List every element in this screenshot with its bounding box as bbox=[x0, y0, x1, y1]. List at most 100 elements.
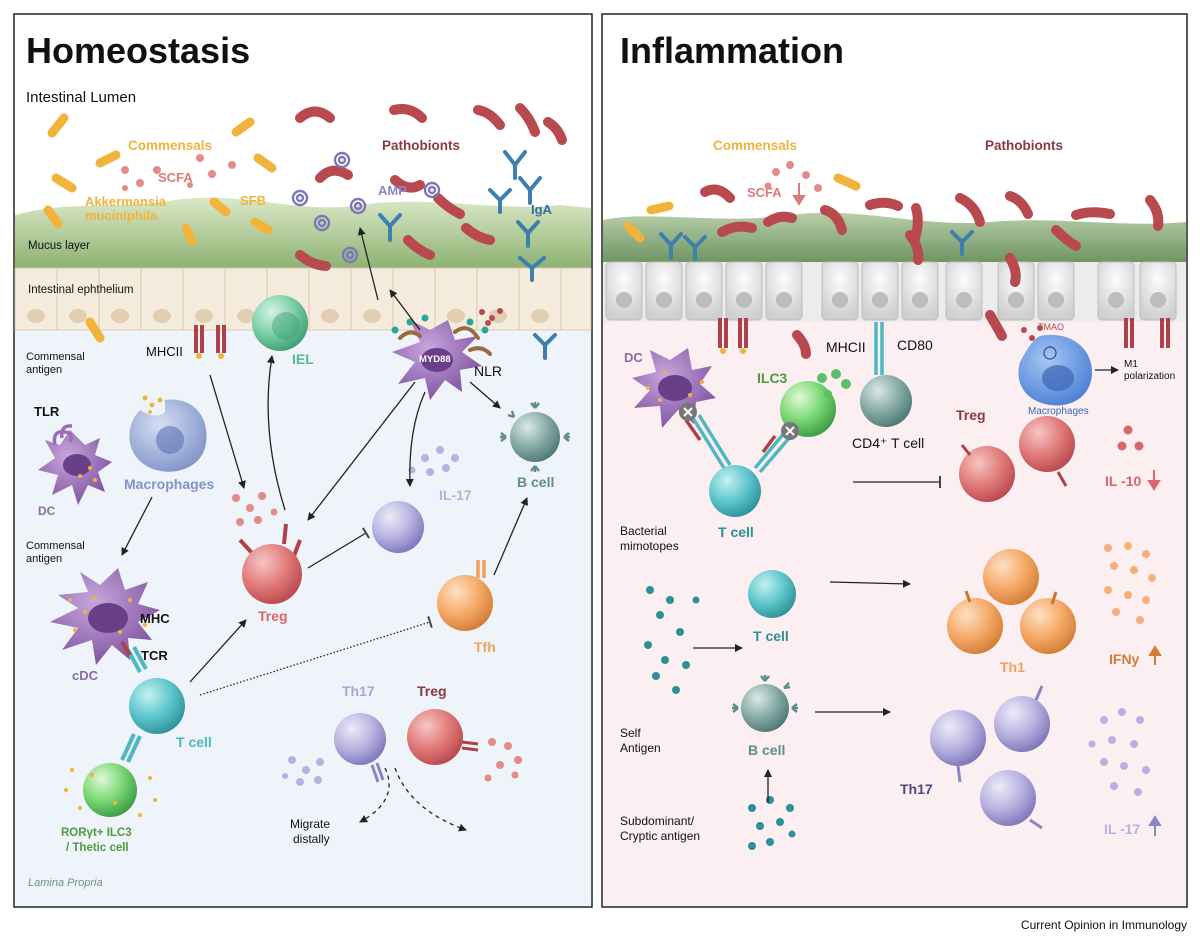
inflam-macrophages-label: Macrophages bbox=[1028, 406, 1089, 417]
inflam-dc-label: DC bbox=[624, 350, 643, 365]
ror-label-2: / Thetic cell bbox=[66, 842, 129, 854]
pathobiont-bacteria bbox=[295, 103, 567, 271]
ilc3-thetic-cell bbox=[83, 763, 137, 817]
inflam-scfa-label: SCFA bbox=[747, 185, 782, 200]
iga-label: IgA bbox=[531, 202, 553, 217]
amp-spirals bbox=[291, 151, 441, 264]
cd4-tcell-label: CD4⁺ T cell bbox=[852, 435, 924, 451]
mhc-label: MHC bbox=[140, 611, 170, 626]
migrate-label-1: Migrate bbox=[290, 817, 330, 831]
tmao-label: TMAO bbox=[1038, 322, 1064, 332]
inflam-commensals-label: Commensals bbox=[713, 138, 797, 153]
cd4-tcell bbox=[860, 375, 912, 427]
treg-center-label: Treg bbox=[258, 608, 288, 624]
sub-label-1: Subdominant/ bbox=[620, 814, 695, 828]
inflam-commensals bbox=[623, 173, 861, 243]
akkermansia-label-2: muciniphila bbox=[85, 208, 158, 223]
inflammation-title: Inflammation bbox=[620, 30, 844, 71]
inflam-mhcii-label: MHCII bbox=[826, 339, 866, 355]
pathobionts-label: Pathobionts bbox=[382, 138, 460, 153]
tcell-homeo bbox=[129, 678, 185, 734]
inflammation-arrows bbox=[693, 476, 941, 803]
inflam-il17-label: IL -17 bbox=[1104, 821, 1141, 837]
inflam-th17-2 bbox=[994, 696, 1050, 752]
treg-bottom-label: Treg bbox=[417, 683, 447, 699]
treg-bottom-cell bbox=[407, 709, 463, 765]
mucus-label: Mucus layer bbox=[28, 240, 90, 252]
tfh-cell bbox=[437, 575, 493, 631]
sfb-label: SFB bbox=[240, 193, 266, 208]
inflam-bcell-label: B cell bbox=[748, 742, 785, 758]
homeostasis-title: Homeostasis bbox=[26, 30, 250, 71]
commensal-bacteria bbox=[43, 113, 277, 343]
amp-label: AMP bbox=[378, 183, 407, 198]
nlr-label: NLR bbox=[474, 363, 502, 379]
inflam-tcell-a-label: T cell bbox=[718, 524, 754, 540]
sub-label-2: Cryptic antigen bbox=[620, 829, 700, 843]
mhcii-label: MHCII bbox=[146, 344, 183, 359]
epithelium-label: Intestinal ephthelium bbox=[28, 284, 133, 296]
inflammation-panel: Inflammation Commensals Pathobionts SCFA bbox=[601, 13, 1188, 908]
blocked-interaction-icon-2 bbox=[781, 422, 799, 440]
inflam-treg-2 bbox=[959, 446, 1015, 502]
mhcii-receptors bbox=[194, 325, 226, 359]
tlr-dc bbox=[38, 430, 112, 505]
tfh-label: Tfh bbox=[474, 639, 496, 655]
iel-label: IEL bbox=[292, 351, 314, 367]
footer-credit: Current Opinion in Immunology bbox=[1021, 918, 1187, 932]
homeostasis-panel: Homeostasis Intestinal Lumen bbox=[13, 13, 593, 908]
commensal-antigen-b-label-1: Commensal bbox=[26, 540, 85, 552]
m1-label-2: polarization bbox=[1124, 371, 1175, 382]
scfa-dots bbox=[121, 154, 236, 191]
th1-cell-1 bbox=[983, 549, 1039, 605]
commensal-antigen-label-1: Commensal bbox=[26, 351, 85, 363]
commensals-label: Commensals bbox=[128, 138, 212, 153]
self-label-2: Antigen bbox=[620, 741, 661, 755]
inflam-tcell-b bbox=[748, 570, 796, 618]
ilc3-label: ILC3 bbox=[757, 370, 788, 386]
inflam-tcell-a bbox=[709, 465, 761, 517]
tcr-label: TCR bbox=[141, 648, 168, 663]
blocked-interaction-icon bbox=[679, 403, 697, 421]
inflam-bcell bbox=[732, 675, 798, 732]
tlr-label: TLR bbox=[34, 404, 60, 419]
th1-cell-2 bbox=[947, 598, 1003, 654]
migrate-label-2: distally bbox=[293, 832, 330, 846]
ror-label-1: RORγt+ ILC3 bbox=[61, 827, 132, 839]
macrophages-label: Macrophages bbox=[124, 476, 214, 492]
myd88-label: MYD88 bbox=[419, 354, 451, 365]
lamina-label: Lamina Propria bbox=[28, 877, 103, 889]
th1-cell-3 bbox=[1020, 598, 1076, 654]
il17-th-cell bbox=[372, 501, 424, 553]
inflamed-epithelium bbox=[603, 261, 1186, 322]
myd88-dc bbox=[392, 320, 482, 400]
cdc-cell bbox=[50, 568, 160, 665]
th1-label: Th1 bbox=[1000, 659, 1025, 675]
m1-macrophage bbox=[1018, 334, 1092, 406]
treg-center-cell bbox=[242, 544, 302, 604]
commensal-antigen-b-label-2: antigen bbox=[26, 553, 62, 565]
bact-label-2: mimotopes bbox=[620, 539, 679, 553]
th17-homeo-label: Th17 bbox=[342, 683, 375, 699]
inflam-treg-1 bbox=[1019, 416, 1075, 472]
inflam-mhcii-receptors bbox=[718, 318, 1170, 354]
cdc-label: cDC bbox=[72, 668, 99, 683]
il10-label: IL -10 bbox=[1105, 473, 1142, 489]
dc-label: DC bbox=[38, 504, 56, 518]
bcell-homeo-label: B cell bbox=[517, 474, 554, 490]
commensal-antigen-label-2: antigen bbox=[26, 364, 62, 376]
inflam-treg-label: Treg bbox=[956, 407, 986, 423]
macrophage bbox=[129, 399, 207, 472]
bact-label-1: Bacterial bbox=[620, 524, 667, 538]
scfa-label: SCFA bbox=[158, 170, 193, 185]
inflam-th17-1 bbox=[930, 710, 986, 766]
m1-label-1: M1 bbox=[1124, 359, 1138, 370]
inflam-pathobionts bbox=[700, 184, 1164, 359]
inflam-pathobionts-label: Pathobionts bbox=[985, 138, 1063, 153]
inflam-tcell-b-label: T cell bbox=[753, 628, 789, 644]
iga-antibodies bbox=[378, 150, 557, 360]
tcell-homeo-label: T cell bbox=[176, 734, 212, 750]
th17-homeo-cell bbox=[334, 713, 386, 765]
iel-cell bbox=[252, 295, 308, 351]
